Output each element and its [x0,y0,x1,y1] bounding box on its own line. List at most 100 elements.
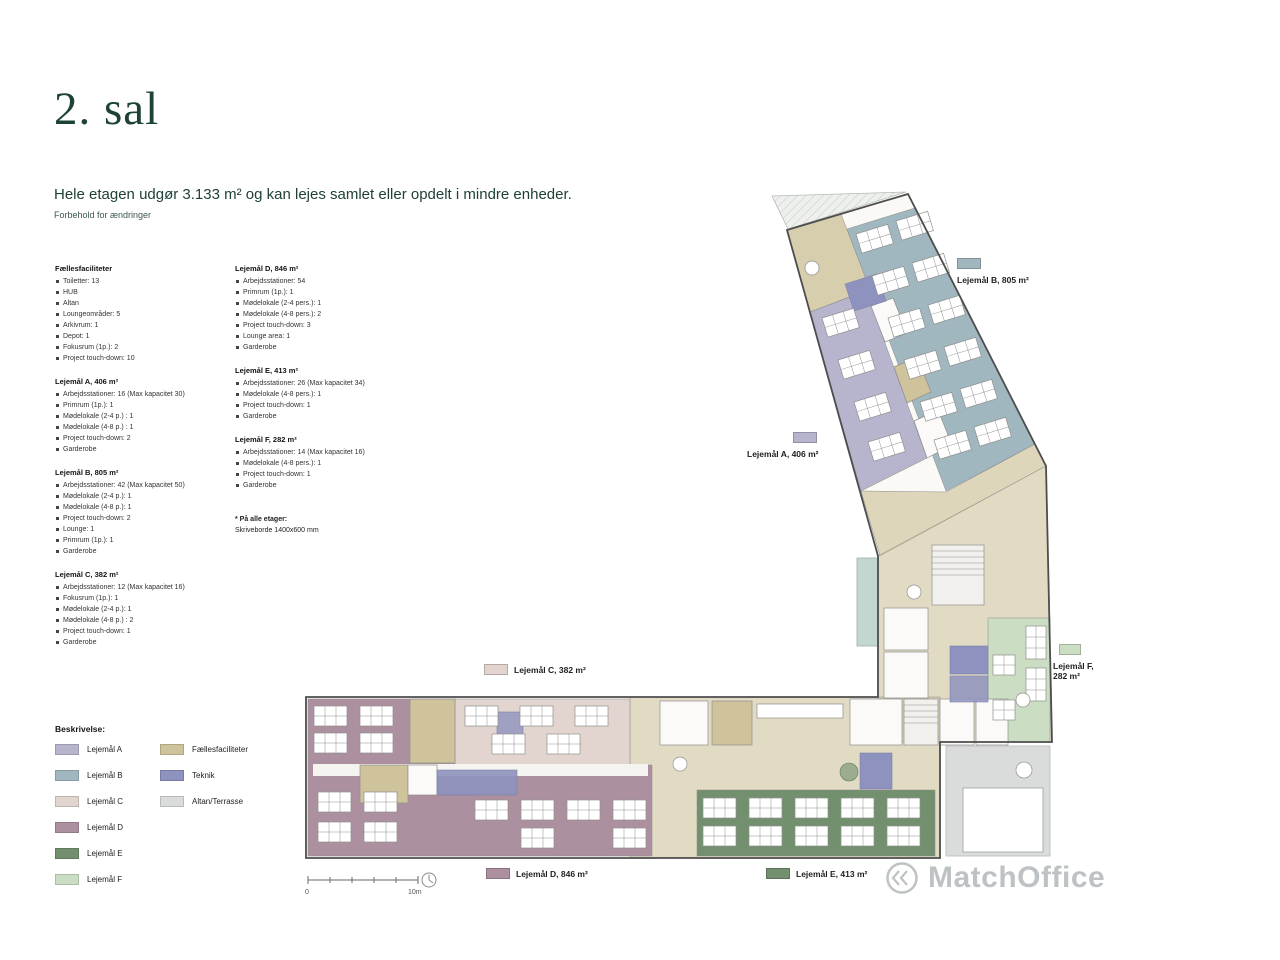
terrace-layer [856,557,1051,857]
facility-item: Lounge area: 1 [235,331,415,342]
plan-swatch-a [793,432,817,443]
facility-item: Mødelokale (2-4 p.) : 1 [55,411,235,422]
plan-label-c: Lejemål C, 382 m² [484,664,586,675]
legend-swatch [160,744,184,755]
terrace-inner-box [962,787,1044,853]
plan-label-f-text-2: 282 m² [1053,671,1080,681]
facility-item: Mødelokale (2-4 p.): 1 [55,491,235,502]
footnote-line-2: Skriveborde 1400x600 mm [235,527,319,534]
facility-item: Arkivrum: 1 [55,320,235,331]
facility-item: Fokusrum (1p.): 1 [55,593,235,604]
legend-item: Altan/Terrasse [160,796,280,807]
footnote-line-1: * På alle etager: [235,516,288,523]
plan-swatch-c [484,664,508,675]
legend-label: Lejemål A [87,745,123,754]
legend-label: Fællesfaciliteter [192,745,249,754]
roof-terrace-hatch [771,191,907,230]
facility-section: Lejemål E, 413 m² Arbejdsstationer: 26 (M… [235,366,415,422]
facility-item: Project touch-down: 10 [55,353,235,364]
plan-label-b-text: Lejemål B, 805 m² [957,275,1029,285]
facility-section-heading: Lejemål A, 406 m² [55,377,119,386]
scale-bar: 0 10m [305,872,437,896]
watermark: MatchOffice [884,860,1105,896]
facility-item: Lounge: 1 [55,524,235,535]
legend-label: Lejemål D [87,823,124,832]
facility-item: Primrum (1p.): 1 [55,400,235,411]
facility-item: Project touch-down: 2 [55,433,235,444]
furniture-layer [313,211,1047,849]
facility-item: Mødelokale (2-4 pers.): 1 [235,298,415,309]
legend-label: Teknik [192,771,215,780]
footnote: * På alle etager: Skriveborde 1400x600 m… [235,514,319,536]
facility-section-heading: Lejemål C, 382 m² [55,570,119,579]
legend-item: Fællesfaciliteter [160,744,280,755]
scale-end-label: 10m [408,889,422,896]
legend-label: Lejemål C [87,797,124,806]
facility-section-heading: Lejemål E, 413 m² [235,366,298,375]
facility-item: Depot: 1 [55,331,235,342]
facility-item: Arbejdsstationer: 14 (Max kapacitet 16) [235,447,415,458]
legend-item: Teknik [160,770,280,781]
facility-item: Garderobe [235,480,415,491]
legend-swatch [55,874,79,885]
plan-label-d-text: Lejemål D, 846 m² [516,868,588,879]
facility-item: Loungeområder: 5 [55,309,235,320]
facility-item: Arbejdsstationer: 54 [235,276,415,287]
facility-item: Mødelokale (4-8 pers.): 1 [235,458,415,469]
watermark-logo-icon [886,862,918,894]
facility-item: Arbejdsstationer: 42 (Max kapacitet 50) [55,480,235,491]
facility-item: Garderobe [235,342,415,353]
facility-item: Project touch-down: 1 [235,400,415,411]
disclaimer-note: Forbehold for ændringer [54,210,152,220]
facility-item: Garderobe [235,411,415,422]
facility-item: Mødelokale (4-8 pers.): 1 [235,389,415,400]
plan-label-e-text: Lejemål E, 413 m² [796,868,868,879]
facility-section-heading: Fællesfaciliteter [55,264,113,273]
plan-label-c-text: Lejemål C, 382 m² [514,664,586,675]
facility-item: Mødelokale (4-8 p.): 1 [55,502,235,513]
facility-item: Toiletter: 13 [55,276,235,287]
plant-icon [839,762,859,782]
facility-item: Primrum (1p.): 1 [55,535,235,546]
facility-item: Arbejdsstationer: 26 (Max kapacitet 34) [235,378,415,389]
facility-item: Project touch-down: 1 [55,626,235,637]
facility-item: Mødelokale (4-8 p.) : 2 [55,615,235,626]
plan-label-b: Lejemål B, 805 m² [957,258,1029,285]
facility-item: Fokusrum (1p.): 2 [55,342,235,353]
plan-label-f: Lejemål F, 282 m² [1053,644,1094,681]
facility-item: Project touch-down: 3 [235,320,415,331]
legend-swatch [55,822,79,833]
legend-label: Altan/Terrasse [192,797,244,806]
plan-swatch-d [486,868,510,879]
legend-swatch [55,744,79,755]
facility-item: Project touch-down: 2 [55,513,235,524]
legend-item: Lejemål D [55,822,160,833]
legend-item: Lejemål C [55,796,160,807]
plan-label-a: Lejemål A, 406 m² [747,432,819,459]
facility-item: HUB [55,287,235,298]
watermark-text: MatchOffice [928,861,1106,894]
balcony-west [856,557,879,647]
page-title: 2. sal [54,83,160,135]
facility-item: Project touch-down: 1 [235,469,415,480]
plan-label-f-text-1: Lejemål F, [1053,661,1094,671]
legend-item: Lejemål F [55,874,160,885]
plan-label-d: Lejemål D, 846 m² [486,868,588,879]
plan-label-a-text: Lejemål A, 406 m² [747,449,819,459]
facility-item: Primrum (1p.): 1 [235,287,415,298]
room-layer [359,297,1009,804]
legend-swatch [55,848,79,859]
legend-item: Lejemål E [55,848,160,859]
facility-item: Garderobe [55,637,235,648]
legend-label: Lejemål F [87,875,123,884]
